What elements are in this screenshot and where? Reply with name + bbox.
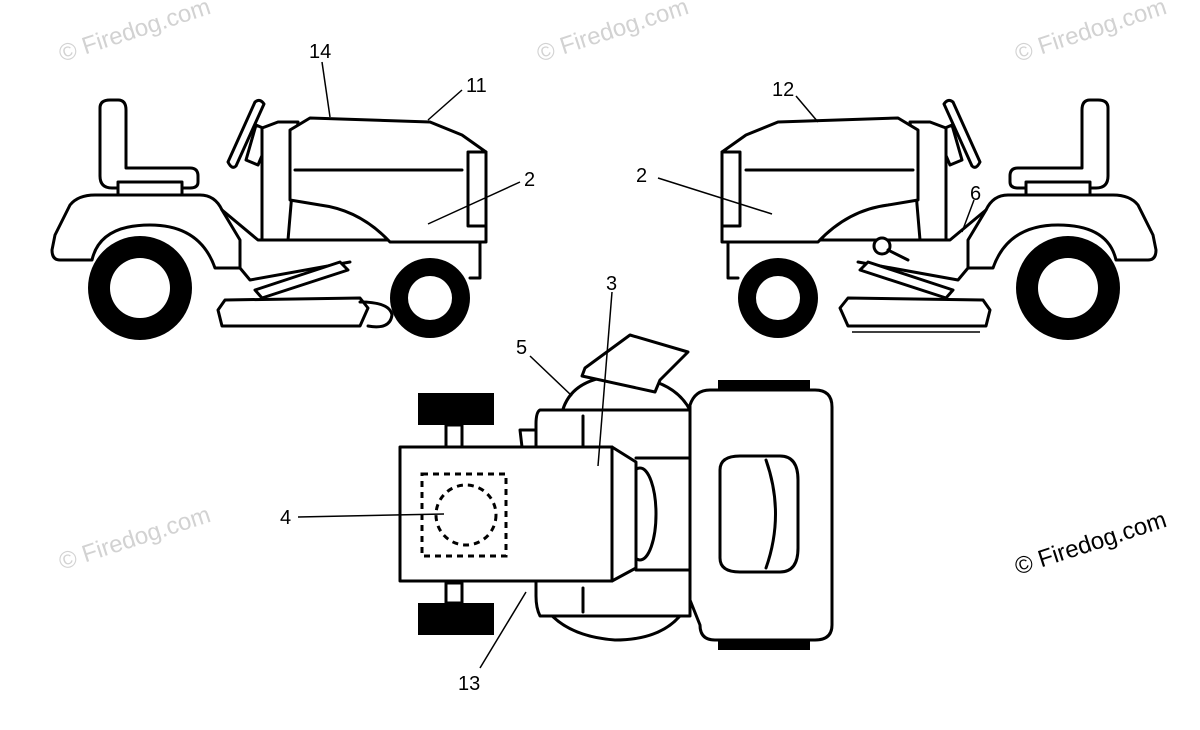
rear-fender (966, 193, 1158, 270)
hood (288, 116, 488, 244)
discharge-chute-top (580, 333, 690, 394)
leader-11 (427, 89, 463, 121)
leader-4 (297, 513, 445, 518)
tractor-left-side-view (50, 98, 488, 340)
leader-2-left (427, 181, 521, 225)
callout-3: 3 (606, 273, 617, 295)
leader-5 (529, 355, 573, 397)
callout-12: 12 (772, 79, 794, 101)
leader-12 (795, 95, 819, 123)
seat-top-contour (764, 458, 777, 570)
hood (720, 116, 920, 244)
front-right-tire (418, 603, 494, 635)
rear-fender (50, 193, 242, 270)
seat-back (98, 98, 200, 190)
callout-4: 4 (280, 507, 291, 529)
front-axle-lower (444, 581, 464, 605)
rear-wheel-rim (1038, 258, 1098, 318)
front-left-tire (418, 393, 494, 425)
leader-lines (297, 61, 975, 669)
callout-6: 6 (970, 183, 981, 205)
lift-lever-knob (872, 236, 892, 256)
callout-2-right: 2 (636, 165, 647, 187)
frame-lower (856, 260, 970, 282)
callout-14: 14 (309, 41, 331, 63)
watermark-top-right: © Firedog.com (1012, 0, 1170, 68)
callouts: 14 11 2 12 2 6 3 5 4 13 (280, 41, 981, 695)
grille (720, 150, 742, 228)
grille (466, 150, 488, 228)
leader-3 (597, 291, 613, 467)
mower-deck (216, 296, 370, 328)
leader-13 (479, 591, 527, 669)
callout-11: 11 (466, 75, 487, 97)
front-wheel-rim (408, 276, 452, 320)
leader-14 (321, 61, 331, 118)
mower-deck (838, 296, 992, 328)
watermark-top-center: © Firedog.com (534, 0, 692, 68)
watermark-right: © Firedog.com (1012, 506, 1170, 580)
tractor-top-view (398, 333, 834, 650)
front-axle-upper (444, 423, 464, 449)
discharge-chute (358, 300, 394, 329)
steering-wheel (226, 98, 266, 169)
steering-wheel (942, 98, 982, 169)
engine-flywheel-outline (434, 483, 498, 547)
foot-pedal (253, 260, 350, 300)
leader-6 (961, 199, 975, 233)
rear-wheel-rim (110, 258, 170, 318)
foot-pedal (858, 260, 955, 300)
watermark-mid-left: © Firedog.com (56, 501, 214, 575)
lift-lever (886, 248, 910, 262)
tractor-right-side-view (720, 98, 1158, 340)
seat-back (1008, 98, 1110, 190)
watermark-top-left: © Firedog.com (56, 0, 214, 68)
front-wheel-rim (756, 276, 800, 320)
seat-top (718, 454, 800, 574)
leader-2-right (657, 177, 773, 215)
callout-5: 5 (516, 337, 527, 359)
frame-lower (238, 260, 352, 282)
callout-13: 13 (458, 673, 480, 695)
callout-2-left: 2 (524, 169, 535, 191)
